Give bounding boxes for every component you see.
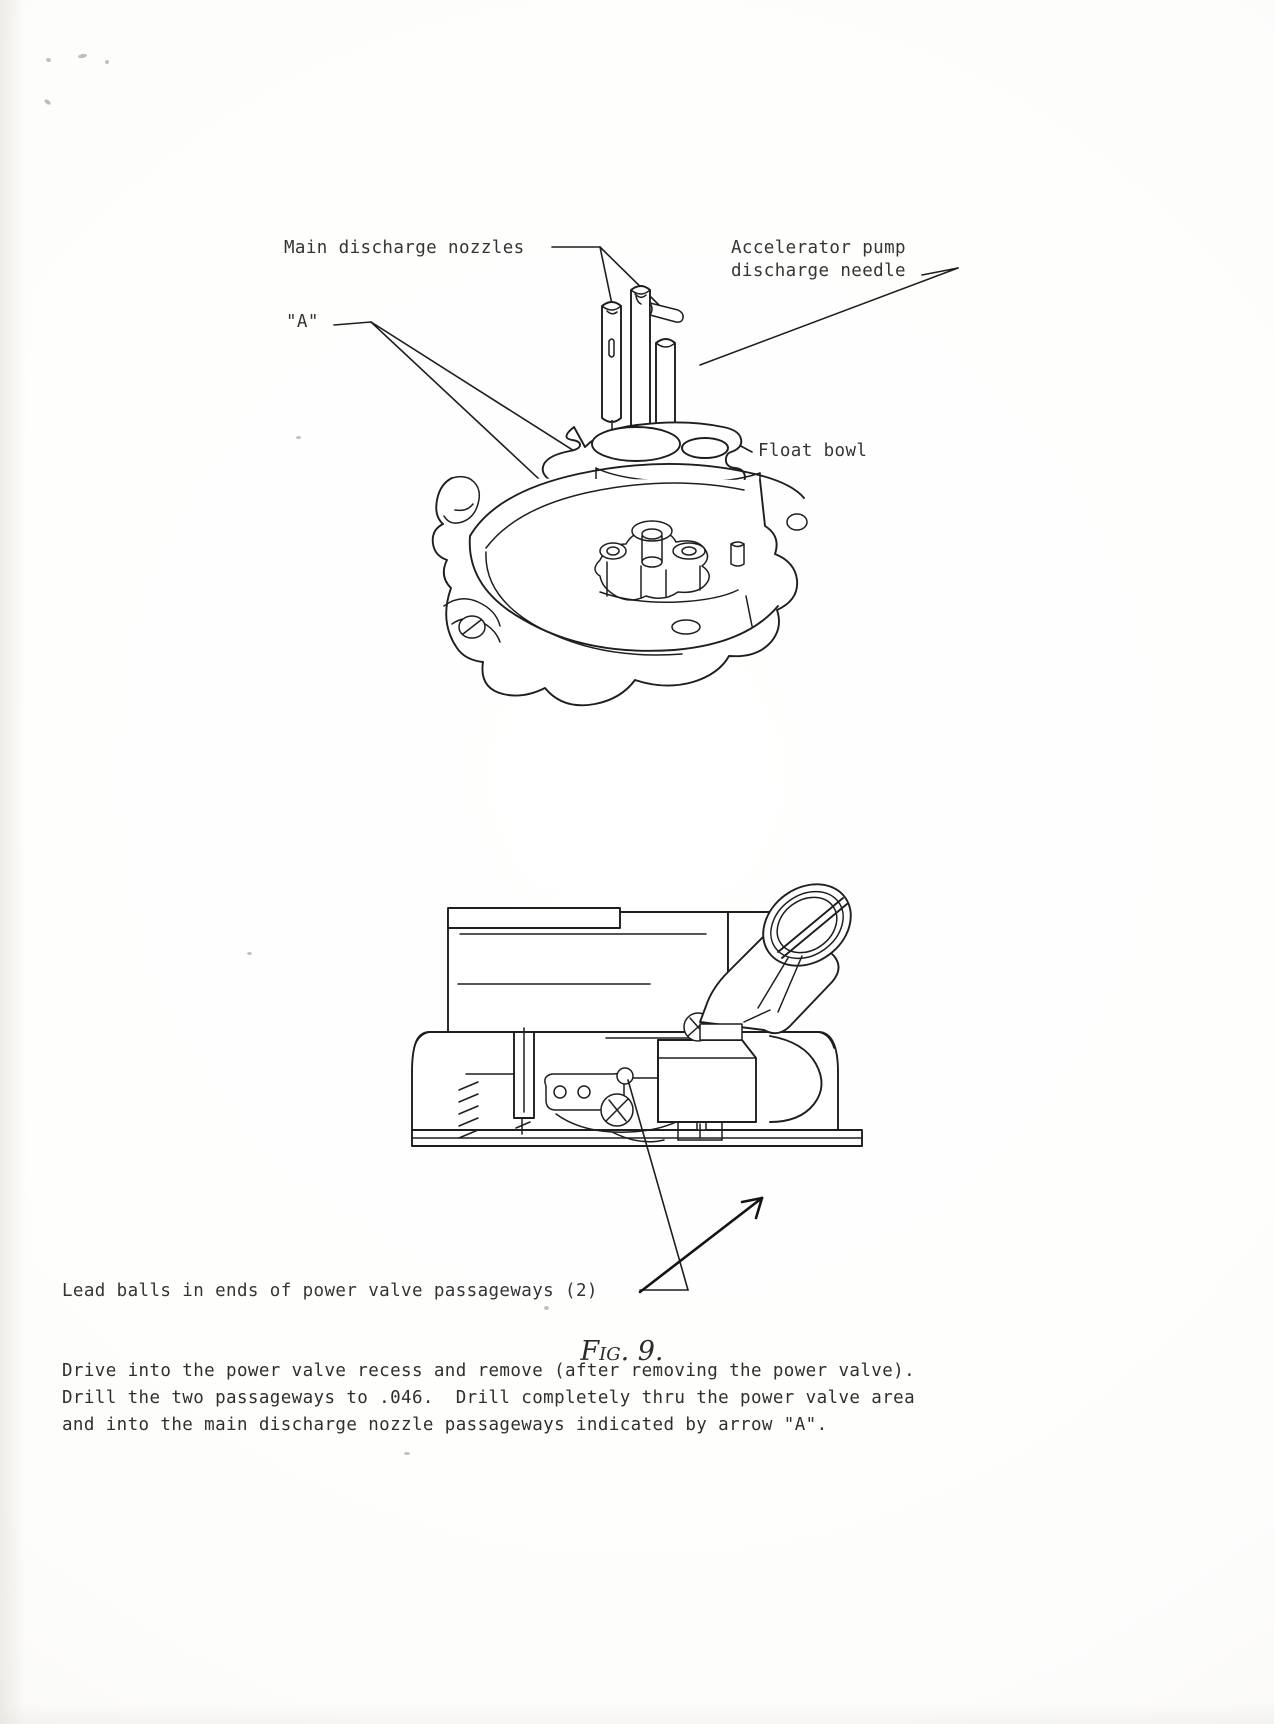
figure-number-suffix: . 9.: [620, 1336, 664, 1367]
mounting-base-plate: [411, 1129, 863, 1147]
label-main-discharge-nozzles: Main discharge nozzles: [284, 238, 525, 258]
main-discharge-nozzle-left: [601, 301, 622, 423]
label-accelerator-pump-line1: Accelerator pump: [731, 238, 906, 258]
body-text-line-2: Drill the two passageways to .046. Drill…: [62, 1388, 915, 1408]
scan-speck: [105, 60, 109, 64]
figure-number-prefix: F: [580, 1336, 600, 1367]
scan-speck: [296, 436, 301, 439]
fuel-inlet-fitting: [699, 883, 852, 1041]
body-screw-left: [458, 615, 486, 639]
scan-speck: [404, 1452, 410, 1455]
body-text-line-1: Drive into the power valve recess and re…: [62, 1361, 915, 1381]
linkage-pivot-detail: [600, 1067, 634, 1127]
figure-number: FIG. 9.: [546, 1305, 664, 1398]
body-text-line-3: and into the main discharge nozzle passa…: [62, 1415, 828, 1435]
scan-speck: [247, 952, 252, 955]
arrow-a-pointer: [638, 1196, 764, 1294]
figure-number-small: IG: [599, 1344, 621, 1365]
leader-accelerator-pump-needle: [699, 267, 959, 366]
label-accelerator-pump-line2: discharge needle: [731, 261, 906, 281]
label-float-bowl: Float bowl: [758, 441, 868, 461]
inlet-slotted-plug: [762, 883, 852, 967]
label-arrow-a: "A": [286, 312, 319, 332]
scan-speck: [544, 1306, 549, 1310]
float-bowl-flange: [541, 421, 761, 498]
body-screw-lower: [600, 1093, 634, 1127]
float-needle-rod: [458, 1027, 535, 1139]
power-valve-area-detail: [594, 520, 745, 604]
leader-lead-balls: [627, 1079, 689, 1291]
caption-lead-balls: Lead balls in ends of power valve passag…: [62, 1281, 598, 1301]
